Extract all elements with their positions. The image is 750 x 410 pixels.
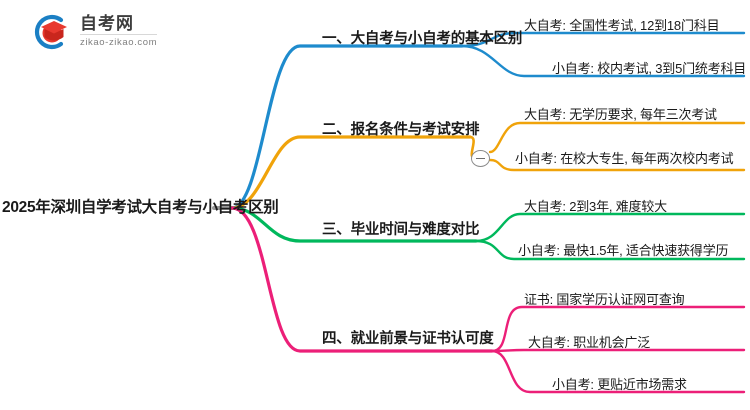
leaf-node-2-1[interactable]: 大自考: 无学历要求, 每年三次考试 (524, 107, 717, 122)
graduation-cap-circle-logo-icon (28, 12, 74, 52)
branch3-child1-line (474, 212, 746, 243)
site-logo[interactable]: 自考网 zikao-zikao.com (28, 12, 158, 52)
leaf-node-4-3[interactable]: 小自考: 更贴近市场需求 (552, 377, 687, 392)
leaf-node-3-1[interactable]: 大自考: 2到3年, 难度较大 (524, 199, 667, 214)
logo-name-cn: 自考网 (80, 14, 158, 35)
leaf-node-3-2[interactable]: 小自考: 最快1.5年, 适合快速获得学历 (518, 243, 729, 258)
mindmap-root-node[interactable]: 2025年深圳自学考试大自考与小自考区别 (2, 199, 279, 216)
logo-name-en: zikao-zikao.com (80, 36, 158, 48)
branch-node-2[interactable]: 二、报名条件与考试安排 (322, 122, 480, 138)
logo-wordmark: 自考网 zikao-zikao.com (80, 14, 158, 51)
leaf-node-4-2[interactable]: 大自考: 职业机会广泛 (528, 335, 651, 350)
minus-circle-icon[interactable] (471, 150, 490, 167)
branch-node-3[interactable]: 三、毕业时间与难度对比 (322, 222, 480, 238)
leaf-node-1-1[interactable]: 大自考: 全国性考试, 12到18门科目 (524, 18, 720, 33)
branch-node-1[interactable]: 一、大自考与小自考的基本区别 (322, 31, 523, 47)
branch2-trunk (230, 135, 472, 210)
leaf-node-1-2[interactable]: 小自考: 校内考试, 3到5门统考科目 (552, 61, 747, 76)
leaf-node-4-1[interactable]: 证书: 国家学历认证网可查询 (524, 292, 685, 307)
leaf-node-2-2[interactable]: 小自考: 在校大专生, 每年两次校内考试 (515, 151, 734, 166)
branch-node-4[interactable]: 四、就业前景与证书认可度 (322, 331, 494, 347)
